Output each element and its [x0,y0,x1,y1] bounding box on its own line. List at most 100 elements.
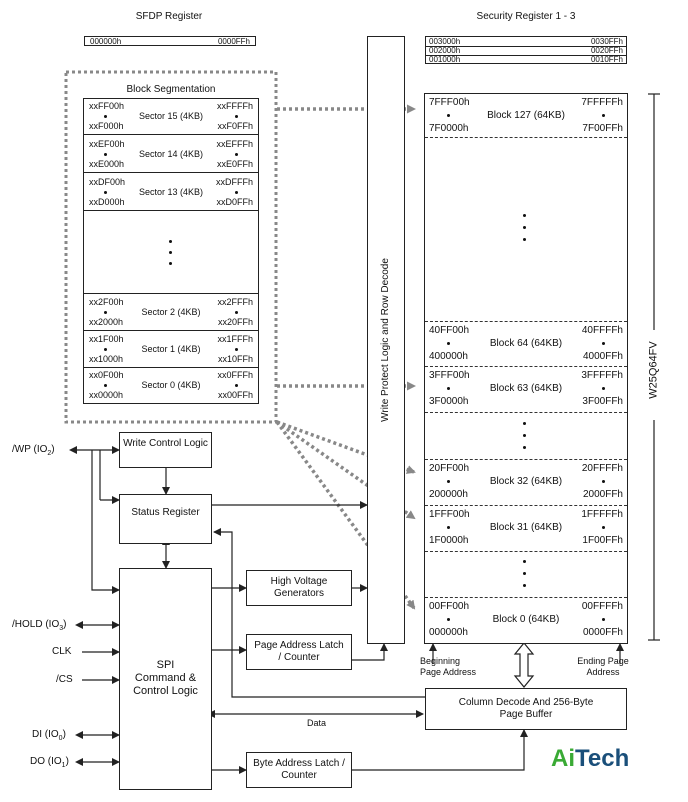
block-bottom-right: 0000FFh [582,627,623,638]
write-protect-logic: Write Protect Logic and Row Decode [367,36,405,644]
sector-name: Sector 2 (4KB) [141,307,201,317]
ellipsis-dot [523,560,526,563]
block-bottom-left: 200000h [429,489,468,500]
sector-bottom-left: xxF000h [89,121,124,131]
ellipsis-dot [169,240,172,243]
memory-block: 7FFF00h 7FFFFFh Block 127 (64KB) 7F0000h… [425,94,627,138]
block-top-left: 20FF00h [429,463,470,474]
sector-name: Sector 14 (4KB) [138,149,204,159]
sector-top-left: xxEF00h [89,139,125,149]
ellipsis-dot [523,422,526,425]
block-bottom-left: 1F0000h [429,535,469,546]
spi-control-logic: SPI Command & Control Logic [119,568,212,790]
hv-gen-label: High Voltage Generators [270,576,328,599]
memory-block: 40FF00h 40FFFFh Block 64 (64KB) 400000h … [425,321,627,367]
sector-bottom-left: xxE000h [89,159,125,169]
sector-divider [84,293,258,294]
block-top-right: 7FFFFFh [581,97,623,108]
block-name: Block 0 (64KB) [492,614,560,625]
sfdp-register: 000000h 0000FFh [84,36,256,46]
sector-bottom-right: xxF0FFh [217,121,253,131]
sector-row: xx0F00h xx0FFFh Sector 0 (4KB) xx0000h x… [84,368,258,404]
bullet [602,618,605,621]
block-top-left: 00FF00h [429,601,470,612]
bullet [447,387,450,390]
pin-clk: CLK [52,646,72,657]
bullet [235,153,238,156]
ending-page-label: Ending Page Address [577,656,629,677]
spi-label: SPI Command & Control Logic [133,659,198,697]
bullet [104,115,107,118]
security-row-end: 0010FFh [590,55,623,64]
chip-bracket [648,93,660,641]
bullet [104,384,107,387]
pin-do-close: ) [65,756,69,767]
status-register-label: Status Register [131,507,200,518]
block-segmentation-title: Block Segmentation [126,84,216,95]
pin-di-label: DI (IO [32,729,59,740]
block-top-right: 3FFFFFh [581,370,623,381]
sector-bottom-left: xx1000h [89,354,124,364]
pin-do-sub: 1 [61,762,66,769]
ellipsis-dot [169,251,172,254]
ellipsis-dot [523,584,526,587]
security-row-start: 003000h [429,37,461,46]
ellipsis-dot [523,446,526,449]
sector-top-left: xx1F00h [89,334,124,344]
pin-hold-label: /HOLD (IO [12,619,60,630]
bullet [235,384,238,387]
sector-row: xx1F00h xx1FFFh Sector 1 (4KB) xx1000h x… [84,332,258,368]
block-name: Block 64 (64KB) [489,338,563,349]
memory-block: 3FFF00h 3FFFFFh Block 63 (64KB) 3F0000h … [425,367,627,413]
sector-bottom-left: xx2000h [89,317,124,327]
chip-label: W25Q64FV [647,339,661,401]
block-top-right: 20FFFFh [581,463,623,474]
page-address-latch: Page Address Latch / Counter [246,634,352,670]
ellipsis-dot [523,572,526,575]
sector-row: xxEF00h xxEFFFh Sector 14 (4KB) xxE000h … [84,137,258,173]
bullet [447,480,450,483]
bullet [602,526,605,529]
status-register: Status Register [119,494,212,544]
pin-di-sub: 0 [58,735,63,742]
ellipsis-dot [523,214,526,217]
sector-row: xx2F00h xx2FFFh Sector 2 (4KB) xx2000h x… [84,295,258,331]
sector-top-left: xx0F00h [89,370,124,380]
bullet [602,342,605,345]
pin-do-label: DO (IO [30,756,62,767]
sfdp-start: 000000h [90,37,122,46]
bullet [447,526,450,529]
byte-address-latch: Byte Address Latch / Counter [246,752,352,788]
pin-do: DO (IO1) [30,756,69,772]
memory-array [424,93,628,644]
beginning-page-label: Beginning Page Address [420,656,477,677]
memory-block: 00FF00h 00FFFFh Block 0 (64KB) 000000h 0… [425,597,627,643]
column-decode-label: Column Decode And 256-Byte Page Buffer [458,697,594,720]
sector-top-right: xxFFFFh [217,101,253,111]
block-top-left: 1FFF00h [429,509,470,520]
pin-wp-close: ) [51,444,55,455]
memory-block: 20FF00h 20FFFFh Block 32 (64KB) 200000h … [425,459,627,506]
block-name: Block 127 (64KB) [487,110,565,121]
sector-name: Sector 15 (4KB) [138,111,204,121]
sector-bottom-left: xxD000h [89,197,125,207]
sector-top-right: xx2FFFh [217,297,253,307]
block-name: Block 63 (64KB) [489,383,563,394]
pin-cs: /CS [56,674,73,685]
sector-row: xxDF00h xxDFFFh Sector 13 (4KB) xxD000h … [84,175,258,211]
block-bottom-left: 000000h [429,627,468,638]
data-label: Data [307,718,327,728]
sector-name: Sector 1 (4KB) [141,344,201,354]
security-row-start: 002000h [429,46,461,55]
block-top-left: 3FFF00h [429,370,470,381]
block-bottom-right: 1F00FFh [582,535,623,546]
sfdp-end: 0000FFh [217,37,250,46]
bullet [235,191,238,194]
block-bottom-right: 3F00FFh [582,396,623,407]
block-segmentation-outline [64,70,278,424]
memory-block: 1FFF00h 1FFFFFh Block 31 (64KB) 1F0000h … [425,506,627,552]
sector-bottom-right: xx20FFh [217,317,253,327]
block-bottom-right: 4000FFh [582,351,623,362]
ellipsis-dot [523,226,526,229]
pin-wp-sub: 2 [47,450,52,457]
